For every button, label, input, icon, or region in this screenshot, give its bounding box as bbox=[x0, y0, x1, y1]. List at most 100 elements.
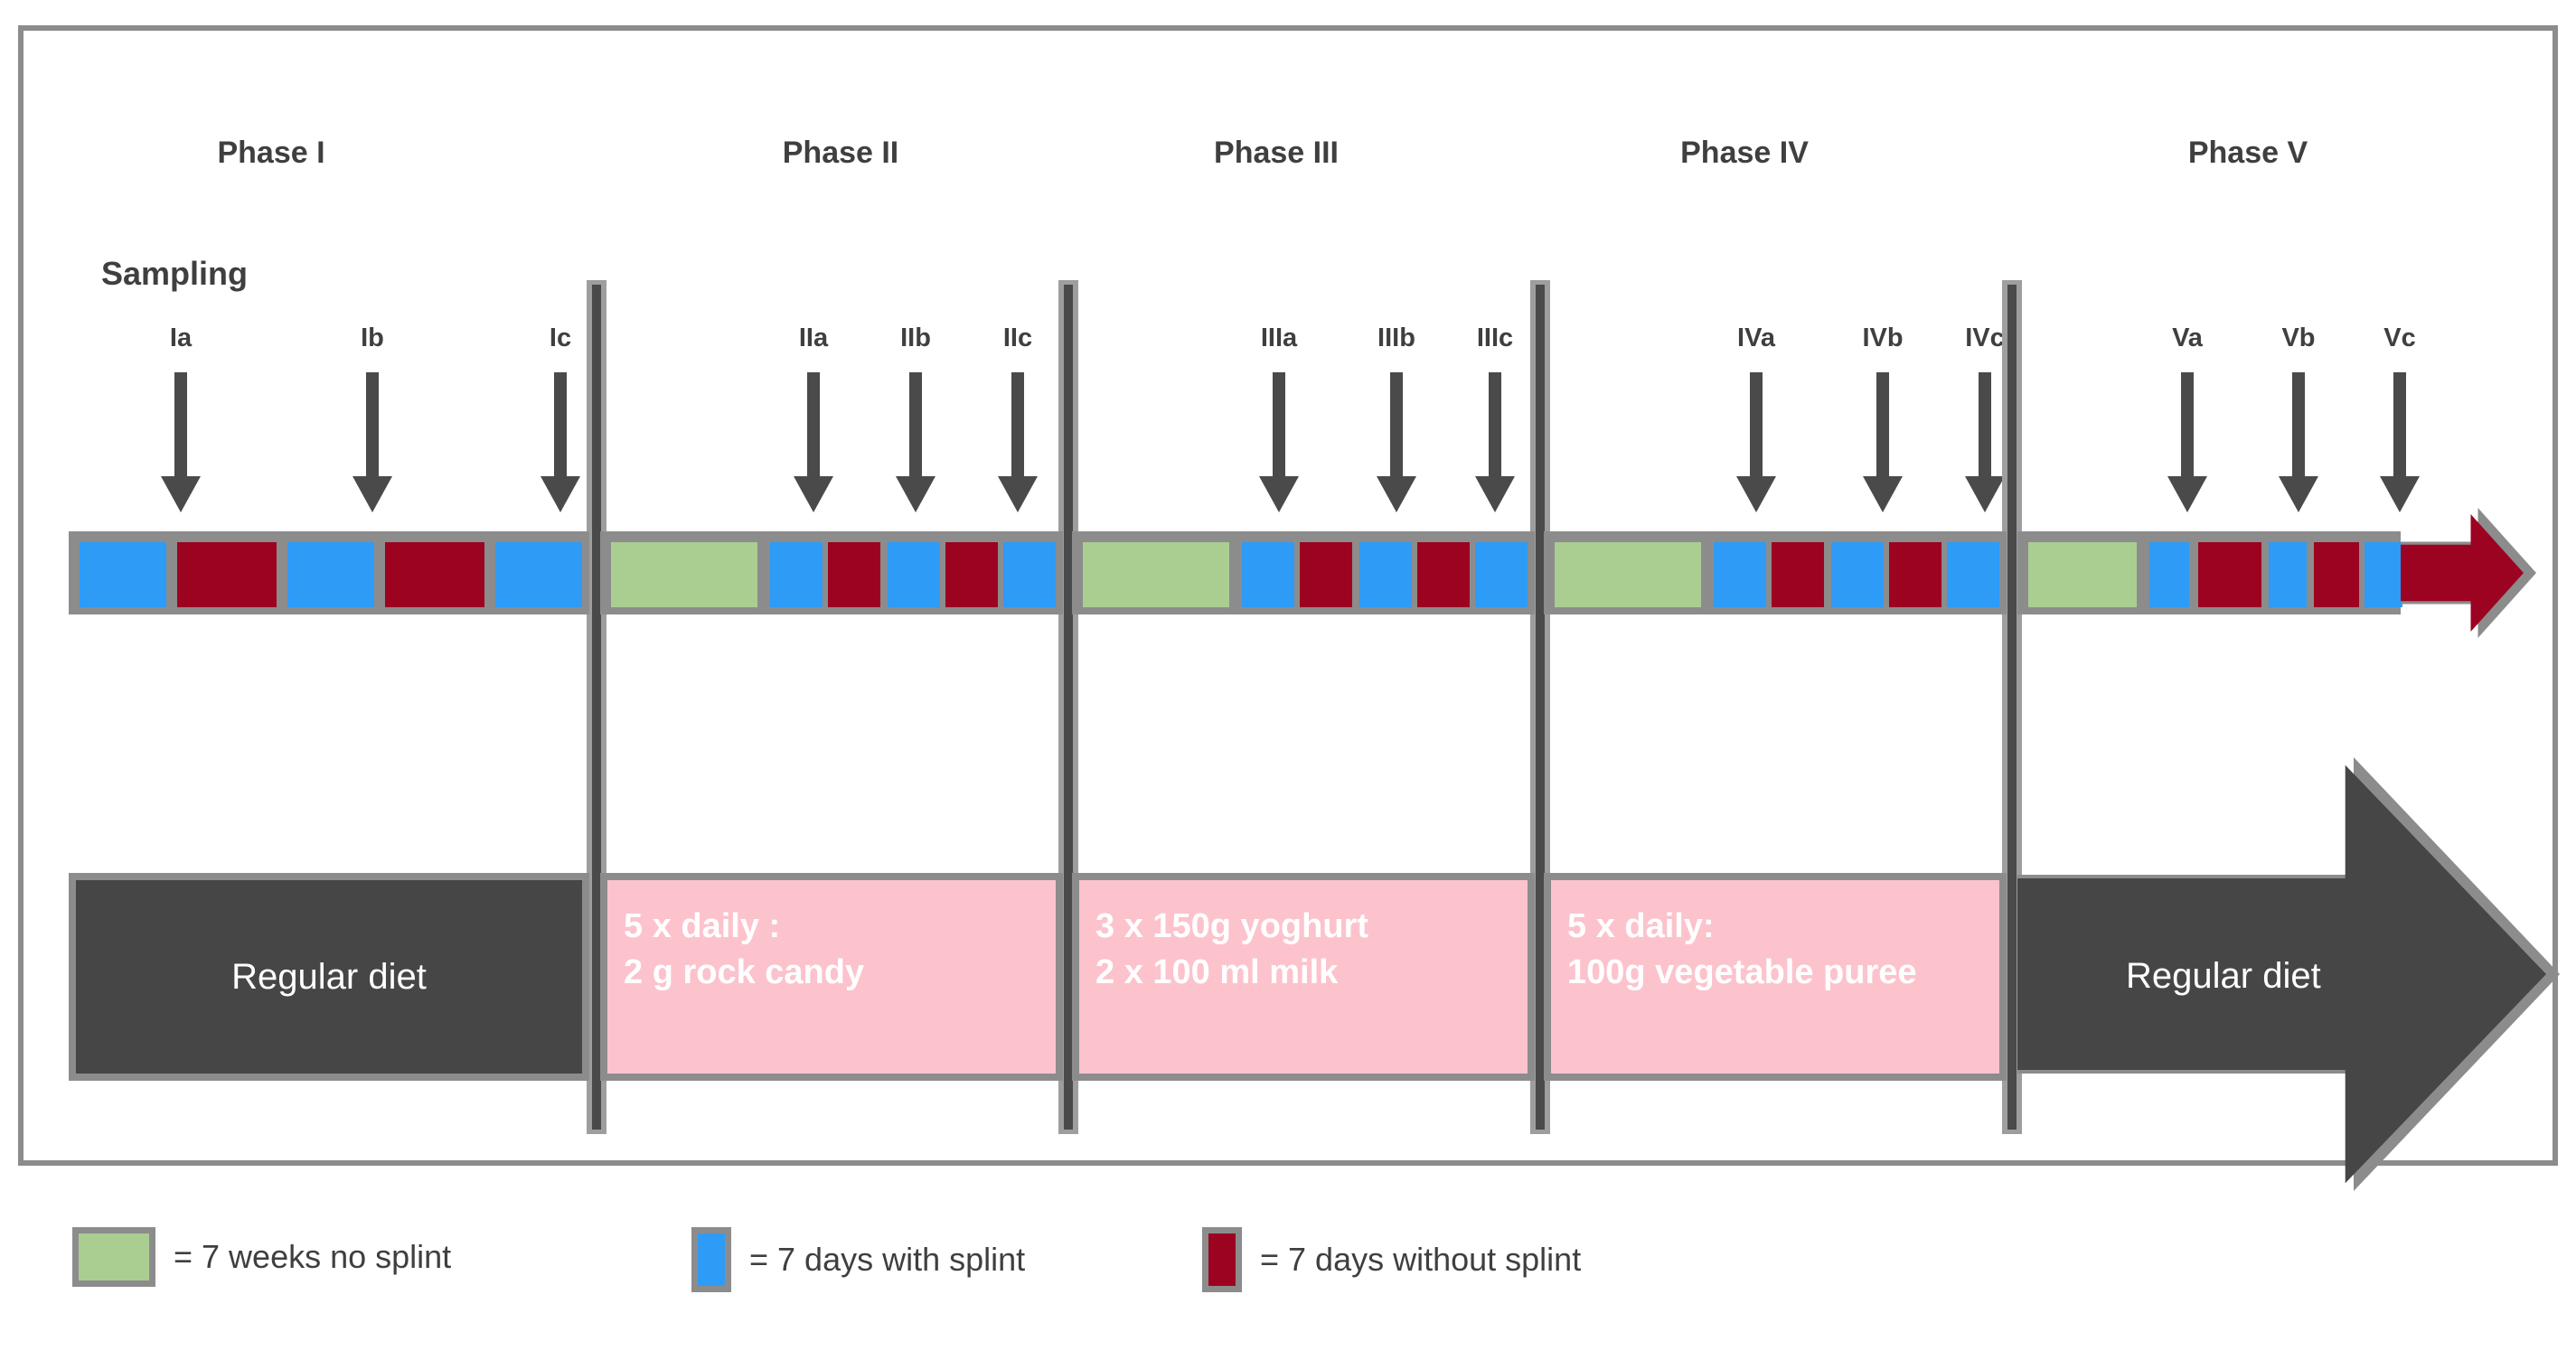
timeline-block-blue bbox=[1003, 542, 1056, 607]
diet-box-phase-2: 5 x daily : 2 g rock candy bbox=[600, 873, 1063, 1081]
timeline-arrowhead bbox=[2401, 508, 2536, 638]
arrow-head-icon bbox=[1475, 476, 1515, 512]
timeline-block-green bbox=[2028, 542, 2137, 607]
arrow-shaft bbox=[909, 372, 922, 481]
arrow-shaft bbox=[554, 372, 567, 481]
sampling-arrow-IVc bbox=[1965, 372, 2005, 517]
arrow-shaft bbox=[1489, 372, 1501, 481]
arrow-head-icon bbox=[896, 476, 935, 512]
timeline-segment-phase-2 bbox=[600, 531, 1063, 614]
diet-line: 2 x 100 ml milk bbox=[1095, 953, 1339, 992]
phase-title-1: Phase I bbox=[217, 136, 325, 170]
timeline-block-blue bbox=[80, 542, 166, 607]
timeline-block-blue bbox=[1714, 542, 1766, 607]
sampling-label-Ic: Ic bbox=[549, 324, 572, 352]
sampling-label-Va: Va bbox=[2172, 324, 2203, 352]
arrow-shaft bbox=[1979, 372, 1991, 481]
legend-item-green: = 7 weeks no splint bbox=[72, 1227, 451, 1287]
regular-diet-label-right: Regular diet bbox=[2126, 956, 2321, 996]
regular-diet-label-left: Regular diet bbox=[231, 956, 427, 997]
arrow-shaft bbox=[1273, 372, 1285, 481]
diet-line: 3 x 150g yoghurt bbox=[1095, 907, 1368, 945]
timeline-block-red bbox=[177, 542, 277, 607]
arrow-head-icon bbox=[2279, 476, 2318, 512]
timeline-block-green bbox=[1555, 542, 1701, 607]
timeline-block-blue bbox=[495, 542, 582, 607]
timeline-block-blue bbox=[2269, 542, 2307, 607]
sampling-label-Ia: Ia bbox=[169, 324, 193, 352]
timeline-block-blue bbox=[1359, 542, 1412, 607]
timeline-segment-phase-4 bbox=[1544, 531, 2007, 614]
legend: = 7 weeks no splint = 7 days with splint =… bbox=[0, 1227, 2576, 1336]
sampling-arrow-IIIb bbox=[1377, 372, 1416, 517]
sampling-label-IIa: IIa bbox=[798, 324, 829, 352]
timeline-block-red bbox=[2314, 542, 2359, 607]
sampling-label-Ib: Ib bbox=[361, 324, 384, 352]
diet-line: 5 x daily : bbox=[624, 907, 781, 945]
timeline-block-red bbox=[385, 542, 484, 607]
timeline-block-blue bbox=[888, 542, 940, 607]
timeline-block-blue bbox=[2149, 542, 2189, 607]
phase-title-4: Phase IV bbox=[1680, 136, 1809, 170]
timeline-block-blue bbox=[1242, 542, 1294, 607]
arrow-shaft bbox=[366, 372, 379, 481]
sampling-label-IVc: IVc bbox=[1965, 324, 2005, 352]
sampling-arrow-Ia bbox=[161, 372, 201, 517]
arrow-head-icon bbox=[1259, 476, 1299, 512]
arrow-head-icon bbox=[353, 476, 392, 512]
legend-text-green: = 7 weeks no splint bbox=[174, 1238, 452, 1275]
sampling-arrow-IVb bbox=[1863, 372, 1903, 517]
arrow-shaft bbox=[807, 372, 820, 481]
timeline-block-red bbox=[1772, 542, 1824, 607]
sampling-arrow-IIb bbox=[896, 372, 935, 517]
arrow-head-icon bbox=[998, 476, 1038, 512]
legend-item-blue: = 7 days with splint bbox=[691, 1227, 1025, 1292]
timeline-block-red bbox=[1300, 542, 1352, 607]
arrow-head-icon bbox=[1736, 476, 1776, 512]
sampling-label-IIc: IIc bbox=[1002, 324, 1033, 352]
sampling-arrow-Va bbox=[2167, 372, 2207, 517]
arrow-shaft bbox=[2393, 372, 2406, 481]
sampling-arrow-Ib bbox=[353, 372, 392, 517]
phase-title-2: Phase II bbox=[782, 136, 899, 170]
timeline-block-red bbox=[828, 542, 880, 607]
arrow-shaft bbox=[1876, 372, 1889, 481]
timeline-block-red bbox=[1417, 542, 1470, 607]
arrow-shaft bbox=[174, 372, 187, 481]
sampling-arrow-IVa bbox=[1736, 372, 1776, 517]
sampling-arrow-IIIa bbox=[1259, 372, 1299, 517]
sampling-label-IIIa: IIIa bbox=[1260, 324, 1298, 352]
timeline-block-red bbox=[1889, 542, 1941, 607]
sampling-arrow-Vc bbox=[2380, 372, 2420, 517]
legend-swatch-blue bbox=[691, 1227, 731, 1292]
timeline-block-blue bbox=[1947, 542, 1999, 607]
diet-line: 5 x daily: bbox=[1567, 907, 1715, 945]
legend-item-red: = 7 days without splint bbox=[1202, 1227, 1581, 1292]
sampling-label-Vb: Vb bbox=[2281, 324, 2316, 352]
arrow-shaft bbox=[1750, 372, 1763, 481]
sampling-arrow-IIc bbox=[998, 372, 1038, 517]
sampling-arrow-IIIc bbox=[1475, 372, 1515, 517]
sampling-label-IIIb: IIIb bbox=[1377, 324, 1415, 352]
arrow-shaft bbox=[1390, 372, 1403, 481]
timeline-block-blue bbox=[2364, 542, 2402, 607]
arrow-shaft bbox=[2292, 372, 2305, 481]
timeline-segment-phase-1 bbox=[69, 531, 589, 614]
legend-swatch-green bbox=[72, 1227, 155, 1287]
diet-line: 2 g rock candy bbox=[624, 953, 865, 992]
sampling-arrow-Ic bbox=[541, 372, 580, 517]
sampling-label-IVa: IVa bbox=[1737, 324, 1775, 352]
legend-text-red: = 7 days without splint bbox=[1260, 1241, 1582, 1278]
phase-divider-4 bbox=[2002, 280, 2022, 1134]
arrowhead-body bbox=[2401, 514, 2524, 632]
sampling-heading: Sampling bbox=[101, 255, 249, 292]
diet-box-phase-3: 3 x 150g yoghurt 2 x 100 ml milk bbox=[1072, 873, 1535, 1081]
arrow-shaft bbox=[2181, 372, 2194, 481]
timeline-block-blue bbox=[287, 542, 374, 607]
arrow-head-icon bbox=[1377, 476, 1416, 512]
arrow-head-icon bbox=[161, 476, 201, 512]
timeline-block-green bbox=[1083, 542, 1229, 607]
sampling-arrow-IIa bbox=[794, 372, 833, 517]
arrow-shaft bbox=[1011, 372, 1024, 481]
timeline-block-red bbox=[945, 542, 998, 607]
